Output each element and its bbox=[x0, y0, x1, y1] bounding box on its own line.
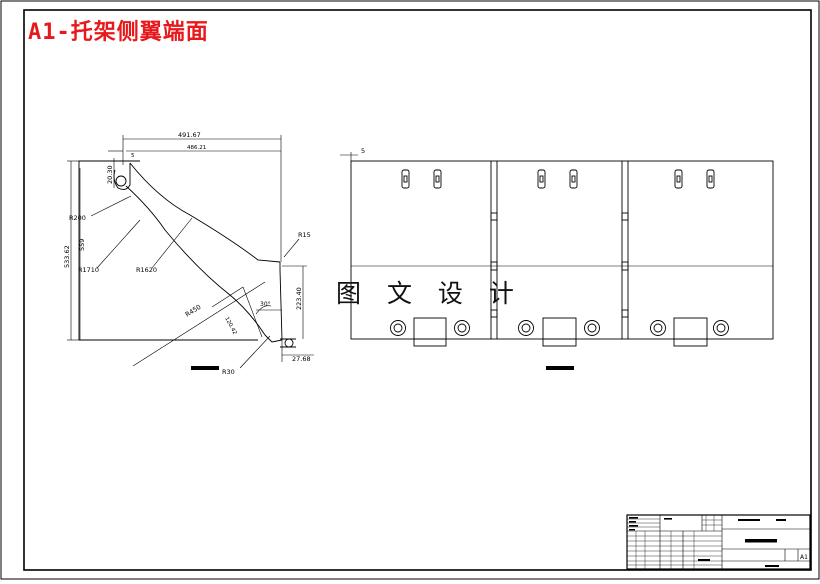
side-ear-hole bbox=[115, 175, 127, 187]
inner-frame bbox=[23, 9, 812, 571]
leader-r450 bbox=[132, 281, 266, 367]
sheet-title: A1-托架侧翼端面 bbox=[28, 20, 209, 45]
side-plate-top-left-edge bbox=[78, 160, 140, 340]
dim-bottom-offset-text: 27.68 bbox=[292, 355, 311, 363]
dim-slot-length-text: 120.42 bbox=[223, 316, 237, 336]
side-view bbox=[67, 135, 314, 369]
radius-r15-text: R15 bbox=[298, 231, 311, 239]
dim-slot-line-b bbox=[242, 286, 263, 338]
dim-right-height-text: 223.40 bbox=[295, 287, 303, 310]
radius-r1620-text: R1620 bbox=[136, 266, 157, 274]
side-lower-arm bbox=[264, 269, 283, 343]
side-view-label-bar bbox=[191, 366, 219, 370]
front-view bbox=[340, 152, 774, 347]
side-flange-outer-curve bbox=[129, 162, 281, 263]
front-top-slots bbox=[401, 169, 715, 189]
watermark-text: 图 文 设 计 bbox=[336, 279, 523, 308]
dim-left-height-text: 533.62 bbox=[63, 245, 71, 268]
leader-r15 bbox=[283, 238, 300, 258]
dim-angle-text: 30° bbox=[260, 301, 271, 308]
dim-slot-line-a bbox=[211, 286, 244, 308]
radius-r30-text: R30 bbox=[222, 368, 235, 376]
front-offset-dim-text: 5 bbox=[361, 147, 365, 155]
title-block bbox=[626, 514, 811, 570]
side-lower-slot bbox=[280, 338, 296, 348]
side-flange-inner-curve bbox=[125, 185, 266, 336]
radius-r450-text: R450 bbox=[184, 303, 203, 319]
dim-inner-width-text: 486.21 bbox=[187, 145, 206, 151]
dim-small-offset-text: 5 bbox=[131, 153, 135, 159]
dim-small-height-text: 20.30 bbox=[106, 165, 114, 184]
front-view-label-bar bbox=[546, 366, 574, 370]
leader-r30 bbox=[239, 335, 271, 369]
dim-angle-arc bbox=[255, 305, 272, 315]
title-block-scale-text: A1 bbox=[800, 554, 808, 561]
front-panel-dividers bbox=[490, 161, 629, 339]
radius-r1710-text: R1710 bbox=[78, 266, 99, 274]
dim-top-width-text: 491.67 bbox=[178, 131, 201, 139]
side-lower-hole bbox=[284, 338, 294, 348]
front-bottom-brackets bbox=[390, 317, 729, 347]
leader-r200 bbox=[90, 195, 132, 217]
dim-inner-height-text: 559 bbox=[78, 239, 86, 251]
leader-r1620 bbox=[151, 217, 193, 269]
radius-r200-text: R200 bbox=[69, 214, 86, 222]
leader-r1710 bbox=[96, 219, 141, 269]
